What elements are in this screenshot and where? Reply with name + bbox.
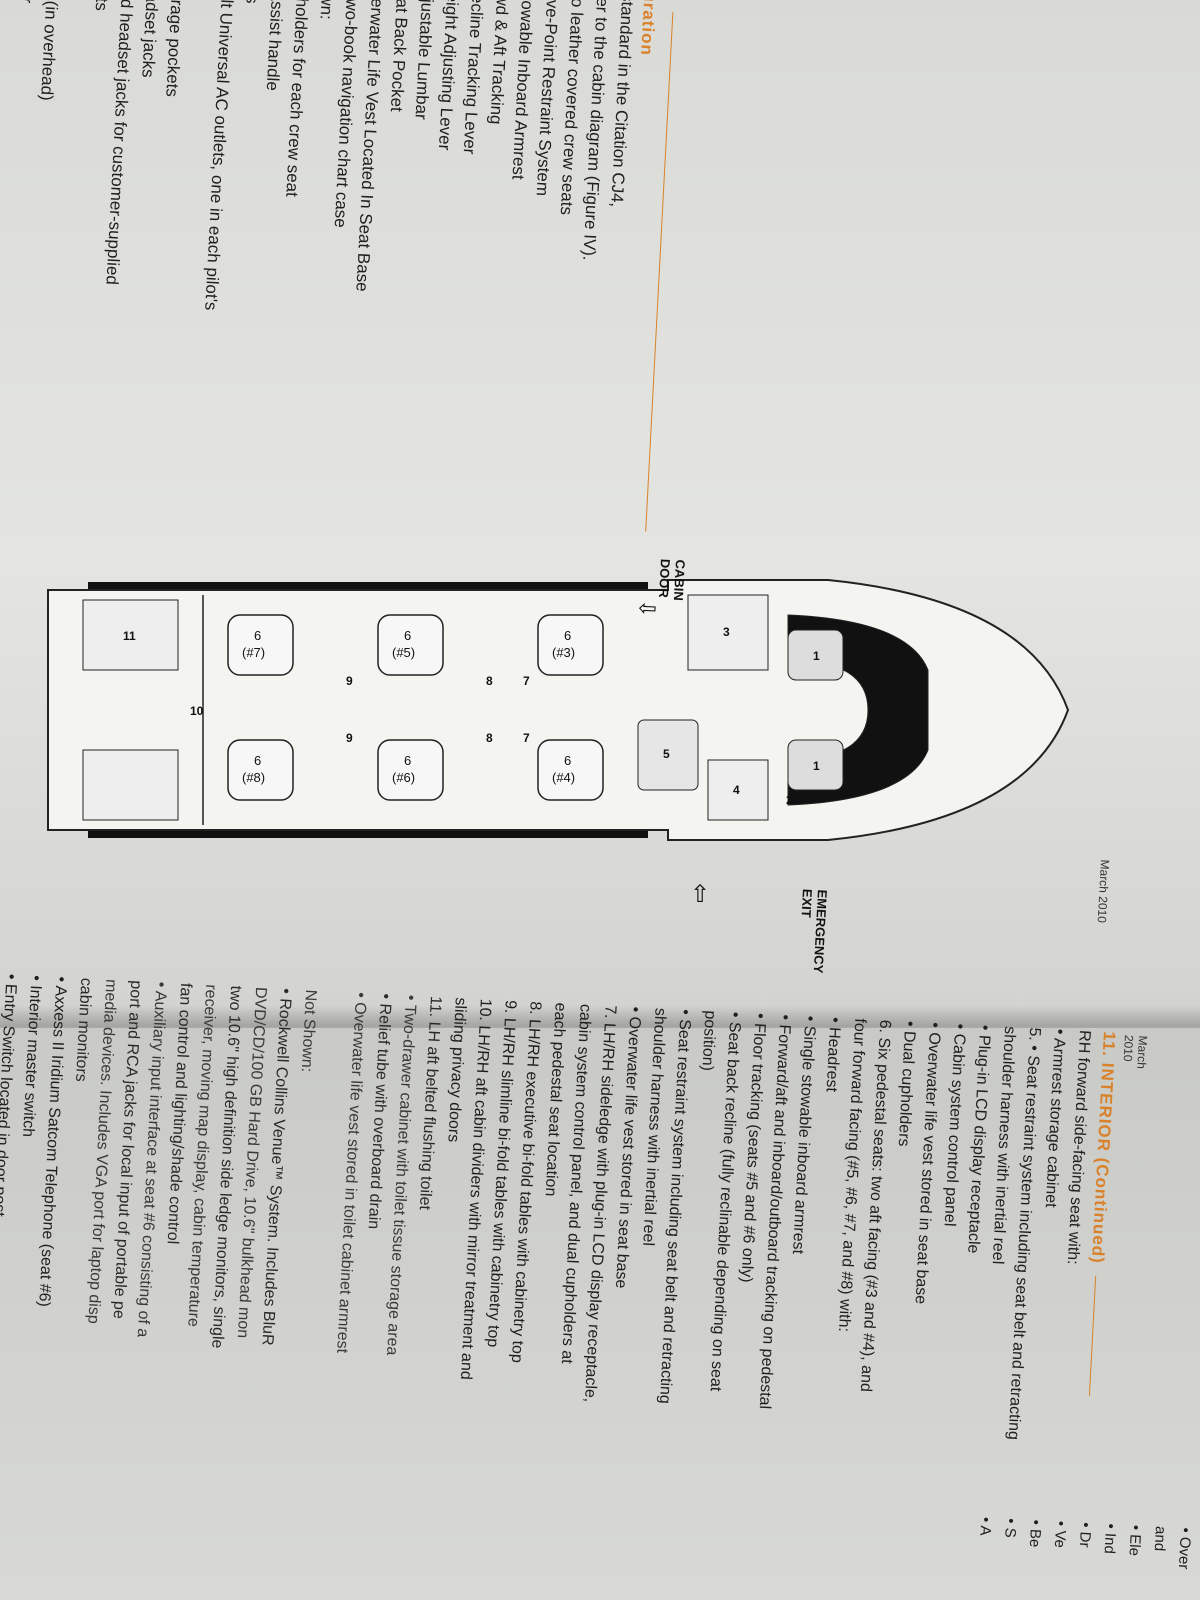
left-page: d) guration e standard in the Citation C… <box>0 0 1200 1030</box>
label-11: 11 <box>123 629 136 643</box>
svg-text:(#8): (#8) <box>242 770 265 785</box>
refreshment-center <box>687 594 769 671</box>
edge-list-item: • Ind <box>1100 1523 1120 1555</box>
edge-list-item: • Dr <box>1075 1521 1095 1548</box>
label-10: 10 <box>190 704 204 718</box>
left-page-date: March 2010 <box>1094 859 1112 924</box>
edge-list-item: • Ve <box>1050 1520 1070 1549</box>
edge-list-item: • Be <box>1025 1519 1045 1548</box>
svg-text:6: 6 <box>564 753 571 768</box>
seat-8: 6 (#8) <box>227 739 294 801</box>
seat-6: 6 (#6) <box>377 739 444 801</box>
svg-text:6: 6 <box>564 628 571 643</box>
label-7b: 7 <box>523 731 530 745</box>
window-strip-top <box>88 582 648 589</box>
crew-seat-right <box>787 739 844 791</box>
svg-text:(#5): (#5) <box>392 645 415 660</box>
svg-text:6: 6 <box>404 753 411 768</box>
label-9a: 9 <box>346 674 353 688</box>
edge-list-item: • S <box>1001 1517 1020 1539</box>
window-strip-bottom <box>88 831 648 838</box>
cabin-diagram: 1 1 2 3 4 5 6 (#3) 6 (#4) 6 <box>47 579 1070 841</box>
svg-text:6: 6 <box>254 628 261 643</box>
label-4: 4 <box>733 783 740 797</box>
emergency-exit-label: EMERGENCY EXIT <box>798 888 830 974</box>
seat-5: 6 (#5) <box>377 614 444 676</box>
toilet-cabinet <box>82 599 179 671</box>
right-heading-rule <box>1088 1276 1096 1397</box>
cabin-door-arrow-icon: ⇩ <box>634 598 660 619</box>
edge-list-item: • Ele <box>1125 1524 1145 1557</box>
label-3: 3 <box>723 625 730 639</box>
edge-list-item: • Over <box>1174 1527 1195 1570</box>
svg-text:6: 6 <box>254 753 261 768</box>
label-9b: 9 <box>346 731 353 745</box>
seat-4: 6 (#4) <box>537 739 604 801</box>
svg-text:(#4): (#4) <box>552 770 575 785</box>
label-8a: 8 <box>486 674 493 688</box>
side-seat-5 <box>637 719 699 791</box>
svg-text:(#6): (#6) <box>392 770 415 785</box>
label-1-left: 1 <box>813 649 820 663</box>
seat-7: 6 (#7) <box>227 614 294 676</box>
left-text-column: d) guration e standard in the Citation C… <box>17 0 688 532</box>
right-text-column: 11. INTERIOR (Continued) RH forward side… <box>0 973 1120 1444</box>
seat-3: 6 (#3) <box>537 614 604 676</box>
label-8b: 8 <box>486 731 493 745</box>
label-1-right: 1 <box>813 759 820 773</box>
label-7a: 7 <box>523 674 530 688</box>
label-2: 2 <box>786 793 793 807</box>
storage-cabinet-4 <box>707 759 769 821</box>
svg-text:(#3): (#3) <box>552 645 575 660</box>
aft-cabinet <box>82 749 179 821</box>
edge-list-item: • A <box>976 1516 995 1537</box>
crew-seat-left <box>787 629 844 681</box>
right-page: March 2010 11. INTERIOR (Continued) RH f… <box>0 973 1200 1600</box>
svg-text:(#7): (#7) <box>242 645 265 660</box>
right-page-date: March 2010 <box>1120 1034 1150 1070</box>
cabin-door-label: CABIN DOOR <box>656 558 688 602</box>
svg-text:6: 6 <box>404 628 411 643</box>
label-5: 5 <box>663 747 670 761</box>
emergency-exit-arrow-icon: ⇧ <box>690 881 711 908</box>
edge-list-item: and <box>1150 1525 1170 1552</box>
